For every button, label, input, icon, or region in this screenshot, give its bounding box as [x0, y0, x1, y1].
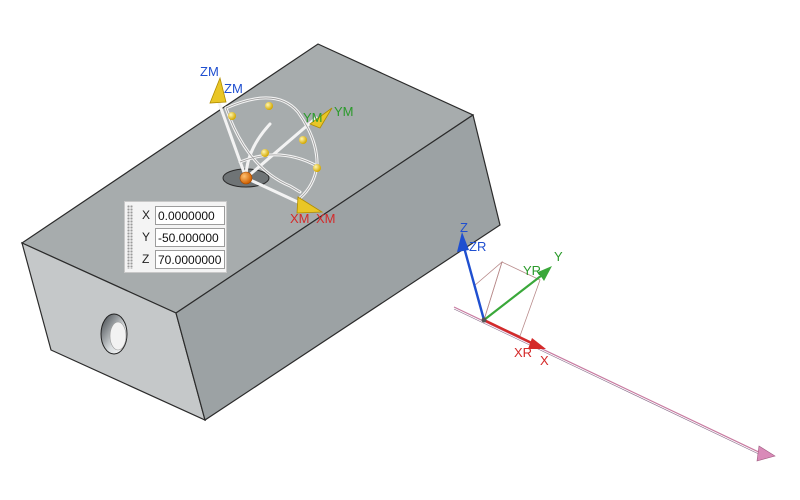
- ref-csys-origin[interactable]: [481, 317, 487, 323]
- y-coordinate-label: Y: [142, 230, 151, 244]
- reference-csys-triad[interactable]: Z ZR Y YR XR X: [457, 220, 563, 368]
- ref-z-label: Z: [460, 220, 468, 235]
- xm-label-outer: XM: [316, 211, 336, 226]
- xm-label: XM: [290, 211, 310, 226]
- block-body[interactable]: [20, 43, 501, 422]
- csys-y-axis-line: [244, 116, 318, 180]
- ref-y-arrowhead[interactable]: [538, 266, 552, 281]
- rotate-ball-x[interactable]: [313, 164, 321, 172]
- coordinate-input-panel: X Y Z: [124, 201, 227, 273]
- z-coordinate-row: Z: [137, 249, 227, 270]
- ym-label-outer: YM: [334, 104, 354, 119]
- dynamic-csys-manipulator[interactable]: ZM ZM YM YM XM XM: [200, 64, 354, 226]
- hole-feature[interactable]: [100, 313, 128, 355]
- y-coordinate-row: Y: [137, 227, 227, 248]
- y-coordinate-field[interactable]: [155, 228, 225, 247]
- ref-xr-label: XR: [514, 345, 532, 360]
- ref-y-axis: [483, 271, 547, 321]
- rotate-ball-zy[interactable]: [265, 102, 273, 110]
- ref-x-arrowhead[interactable]: [528, 338, 546, 349]
- xm-arrow-handle[interactable]: [296, 196, 324, 214]
- csys-x-axis-line: [244, 176, 304, 206]
- reference-vector[interactable]: [453, 306, 776, 462]
- csys-z-axis-line: [216, 98, 248, 180]
- z-coordinate-field[interactable]: [155, 250, 225, 269]
- rotate-ball-zx[interactable]: [228, 112, 236, 120]
- ref-x-label: X: [540, 353, 549, 368]
- x-coordinate-field[interactable]: [155, 206, 225, 225]
- ref-yr-label: YR: [523, 263, 541, 278]
- block-right-face[interactable]: [175, 114, 501, 421]
- x-coordinate-label: X: [142, 208, 151, 222]
- ref-z-arrowhead[interactable]: [457, 232, 469, 252]
- ref-zr-label: ZR: [469, 239, 486, 254]
- x-coordinate-row: X: [137, 205, 227, 226]
- zm-label: ZM: [224, 81, 243, 96]
- rotate-ball-xy[interactable]: [261, 149, 269, 157]
- csys-plane-xz: [473, 260, 503, 322]
- z-coordinate-label: Z: [142, 252, 150, 266]
- panel-grip-handle[interactable]: [127, 205, 133, 269]
- zm-arrow-handle[interactable]: [209, 76, 227, 104]
- rotate-ball-y[interactable]: [299, 136, 307, 144]
- ref-y-label: Y: [554, 249, 563, 264]
- ref-z-axis: [460, 239, 486, 321]
- ym-arrow-handle[interactable]: [309, 107, 333, 129]
- zm-label-outer: ZM: [200, 64, 219, 79]
- csys-origin-handle[interactable]: [239, 171, 253, 185]
- vector-arrowhead[interactable]: [756, 445, 776, 462]
- ym-label: YM: [303, 110, 323, 125]
